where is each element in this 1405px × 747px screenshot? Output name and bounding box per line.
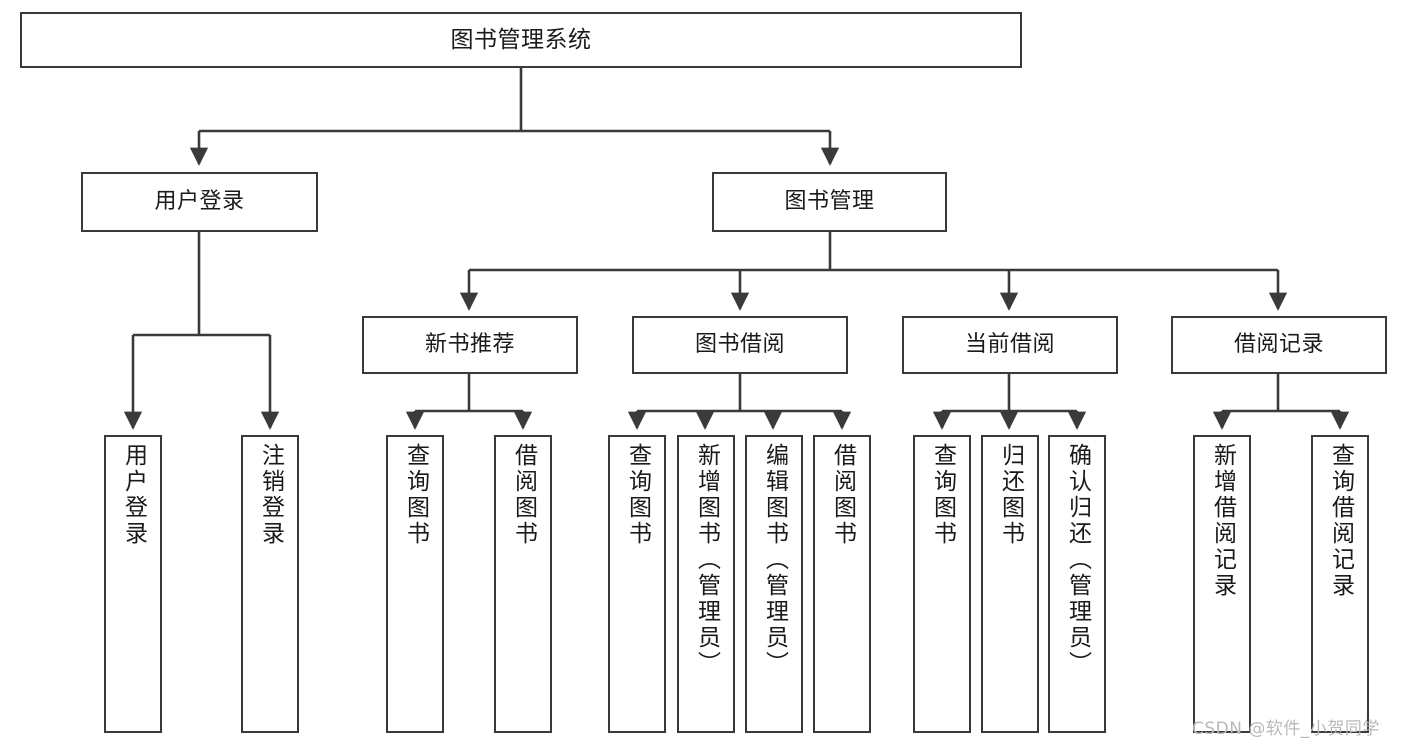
node-book-borrow[interactable]: 图书借阅 [632,316,848,374]
leaf-book-borrow-add[interactable]: 新增图书（管理员） [677,435,735,733]
csdn-watermark: CSDN @软件_小贺同学 [1192,719,1380,739]
node-label: 当前借阅 [964,332,1055,358]
leaf-current-borrow-query[interactable]: 查询图书 [913,435,971,733]
leaf-new-book-query[interactable]: 查询图书 [386,435,444,733]
node-label: 新增借阅记录 [1209,443,1236,599]
leaf-new-book-borrow[interactable]: 借阅图书 [494,435,552,733]
node-label: 编辑图书（管理员） [761,443,788,677]
node-label: 确认归还（管理员） [1064,443,1091,677]
node-label: 新增图书（管理员） [693,443,720,677]
node-borrow-record[interactable]: 借阅记录 [1171,316,1387,374]
leaf-book-borrow-borrow[interactable]: 借阅图书 [813,435,871,733]
leaf-borrow-record-add[interactable]: 新增借阅记录 [1193,435,1251,733]
leaf-current-borrow-confirm-return[interactable]: 确认归还（管理员） [1048,435,1106,733]
node-label: 查询图书 [929,443,956,547]
node-book-management[interactable]: 图书管理 [712,172,947,232]
node-label: 查询图书 [402,443,429,547]
leaf-borrow-record-query[interactable]: 查询借阅记录 [1311,435,1369,733]
node-user-login[interactable]: 用户登录 [81,172,318,232]
node-label: 借阅图书 [510,443,537,547]
node-label: 图书管理系统 [450,26,592,53]
node-new-book-recommend[interactable]: 新书推荐 [362,316,578,374]
leaf-current-borrow-return[interactable]: 归还图书 [981,435,1039,733]
node-label: 借阅记录 [1233,332,1324,358]
node-label: 新书推荐 [424,332,515,358]
node-label: 用户登录 [154,189,245,215]
leaf-book-borrow-edit[interactable]: 编辑图书（管理员） [745,435,803,733]
node-label: 查询借阅记录 [1327,443,1354,599]
leaf-user-login-logout[interactable]: 注销登录 [241,435,299,733]
node-root-system[interactable]: 图书管理系统 [20,12,1022,68]
node-label: 借阅图书 [829,443,856,547]
node-label: 查询图书 [624,443,651,547]
node-label: 归还图书 [997,443,1024,547]
leaf-user-login-login[interactable]: 用户登录 [104,435,162,733]
node-label: 图书借阅 [694,332,785,358]
node-label: 图书管理 [784,189,875,215]
leaf-book-borrow-query[interactable]: 查询图书 [608,435,666,733]
node-label: 注销登录 [257,443,284,547]
node-current-borrow[interactable]: 当前借阅 [902,316,1118,374]
node-label: 用户登录 [120,443,147,547]
